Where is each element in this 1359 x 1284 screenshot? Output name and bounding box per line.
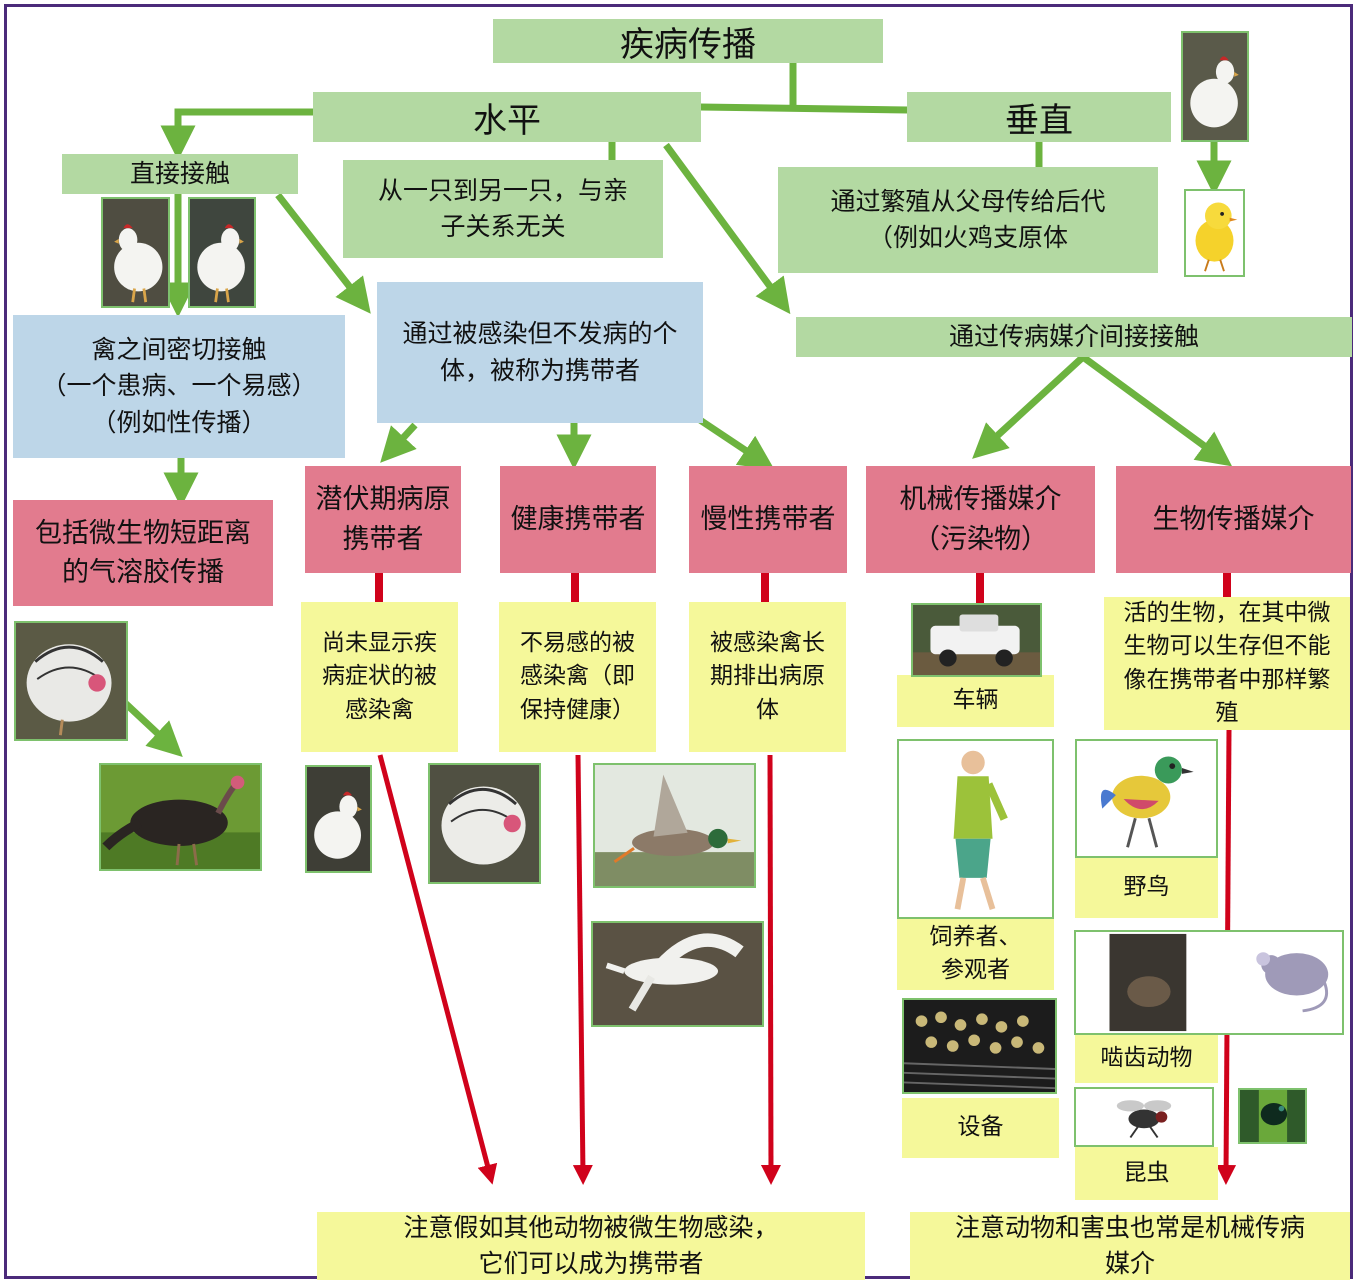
mechanical-vector-box: 机械传播媒介 （污染物） — [866, 466, 1095, 573]
person-illustration — [897, 739, 1054, 919]
duck-photo — [593, 763, 756, 888]
vehicle-label: 车辆 — [897, 675, 1054, 727]
horizontal-desc-box: 从一只到另一只，与亲 子关系无关 — [343, 160, 663, 258]
carrier-to-chronic-arrow — [698, 417, 775, 470]
swan-photo — [591, 921, 764, 1027]
equipment-photo — [902, 998, 1057, 1094]
turkey-photo — [428, 763, 541, 884]
turkey-photo — [14, 621, 128, 741]
healthy-carrier-box: 健康携带者 — [500, 466, 656, 573]
wild-bird-label: 野鸟 — [1075, 858, 1218, 918]
fly-photo — [1074, 1087, 1214, 1147]
chronic-desc-box: 被感染禽长 期排出病原 体 — [689, 602, 846, 752]
vertical-box: 垂直 — [907, 92, 1171, 142]
chicken-photo — [188, 197, 256, 308]
biological-desc-box: 活的生物，在其中微 生物可以生存但不能 像在携带者中那样繁 殖 — [1104, 597, 1350, 730]
chick-illustration — [1184, 189, 1245, 277]
horizontal-to-direct-arrow — [160, 108, 313, 161]
chronic-carrier-box: 慢性携带者 — [689, 466, 847, 573]
mouse-illustration — [1265, 953, 1329, 996]
healthy-to-note-arrow — [572, 754, 593, 1185]
visitor-label: 饲养者、 参观者 — [897, 918, 1054, 990]
latent-to-note-arrow — [377, 754, 498, 1185]
indirect-box: 通过传病媒介间接接触 — [796, 317, 1352, 357]
healthy-desc-box: 不易感的被 感染禽（即 保持健康） — [499, 602, 656, 752]
chicken-photo — [305, 765, 372, 873]
vertical-desc-box: 通过繁殖从父母传给后代 （例如火鸡支原体 — [778, 167, 1158, 273]
indirect-to-mechanical-arrow — [972, 354, 1086, 459]
indirect-to-biological-arrow — [1080, 354, 1233, 467]
rodent-label: 啮齿动物 — [1075, 1035, 1218, 1083]
carrier-box: 通过被感染但不发病的个 体，被称为携带者 — [377, 282, 703, 423]
rat-photo — [1127, 976, 1171, 1008]
horizontal-to-indirect-arrow — [663, 142, 791, 315]
chicken-photo — [1181, 31, 1249, 142]
horizontal-vertical-link — [699, 103, 909, 114]
direct-contact-box: 直接接触 — [62, 154, 298, 194]
red-connectors — [375, 573, 1237, 1185]
biological-vector-box: 生物传播媒介 — [1116, 466, 1351, 573]
title-box: 疾病传播 — [493, 19, 883, 65]
insect-label: 昆虫 — [1075, 1147, 1218, 1200]
note-right-box: 注意动物和害虫也常是机械传病 媒介 — [910, 1212, 1350, 1280]
beetle-photo — [1238, 1088, 1307, 1144]
aerosol-box: 包括微生物短距离 的气溶胶传播 — [13, 500, 273, 606]
turkey-photo — [99, 763, 262, 871]
bird-illustration — [1075, 739, 1218, 858]
direct-to-carrier-arrow — [275, 192, 371, 314]
horizontal-box: 水平 — [313, 92, 701, 142]
latent-desc-box: 尚未显示疾 病症状的被 感染禽 — [301, 602, 458, 752]
chicken-photo — [101, 197, 170, 308]
equipment-label: 设备 — [902, 1098, 1059, 1158]
truck-photo — [911, 603, 1042, 677]
close-contact-box: 禽之间密切接触 （一个患病、一个易感） （例如性传播） — [13, 315, 345, 458]
rodent-photo-group — [1074, 930, 1344, 1035]
carrier-to-latent-arrow — [380, 422, 418, 463]
latent-carrier-box: 潜伏期病原 携带者 — [305, 466, 461, 573]
chronic-to-note-arrow — [760, 754, 781, 1185]
note-left-box: 注意假如其他动物被微生物感染， 它们可以成为携带者 — [317, 1212, 865, 1280]
